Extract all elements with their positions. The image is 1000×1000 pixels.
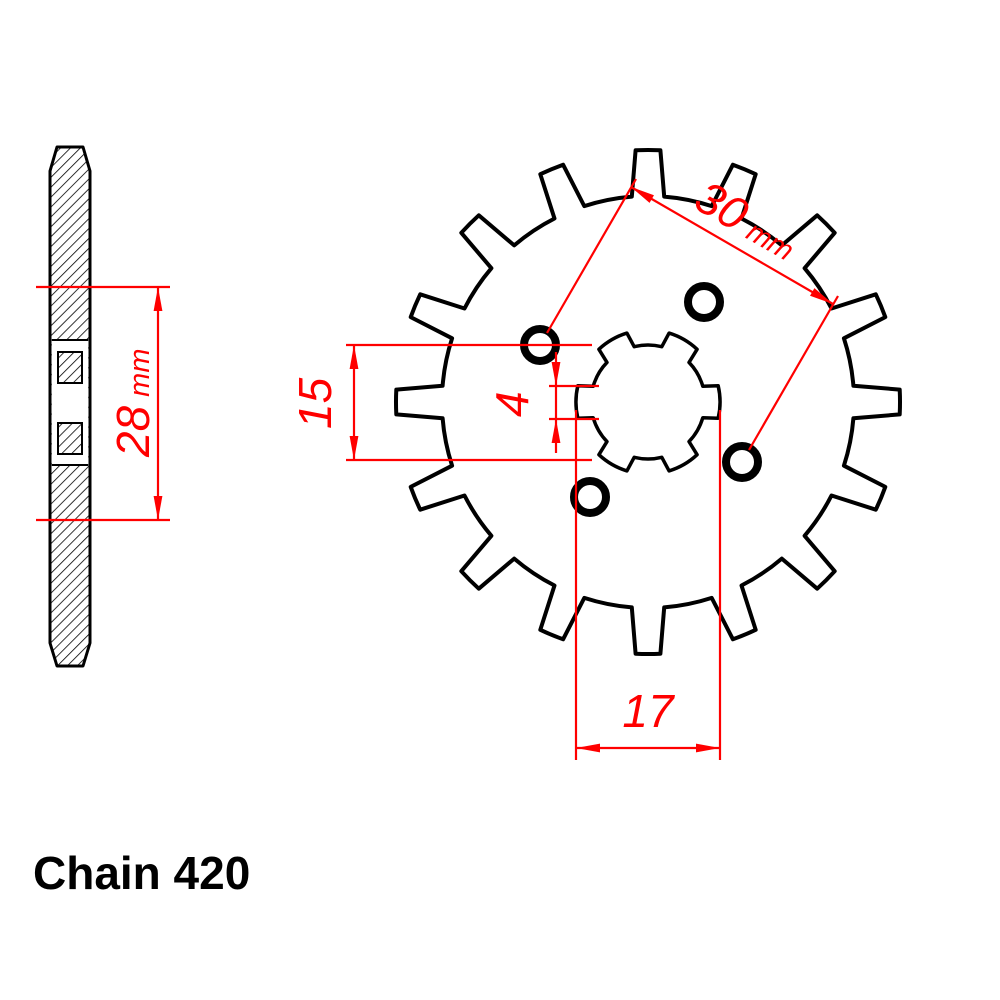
bolt-hole-lower-right (722, 442, 762, 482)
extension-line (748, 295, 839, 451)
side-view (48, 145, 92, 668)
side-view-spline-block-bottom (57, 422, 83, 455)
dimension-4: 4 (486, 352, 599, 453)
dimension-label-15: 15 (289, 377, 341, 429)
extension-line (546, 178, 637, 334)
chain-size-label: Chain 420 (33, 847, 250, 899)
spline-bore-outline (574, 331, 722, 473)
bolt-hole-upper-right (684, 282, 724, 322)
dimension-label-4: 4 (486, 391, 538, 417)
dimension-line (630, 186, 834, 305)
dimension-label-28mm: 28mm (107, 349, 159, 459)
dimension-label-17: 17 (622, 685, 675, 737)
front-view (393, 147, 903, 657)
side-view-spline-block-top (57, 351, 83, 384)
dimension-28mm: 28mm (36, 285, 170, 522)
dimension-15: 15 (289, 343, 592, 462)
bolt-hole-lower-left (570, 477, 610, 517)
dimension-17: 17 (574, 410, 722, 760)
